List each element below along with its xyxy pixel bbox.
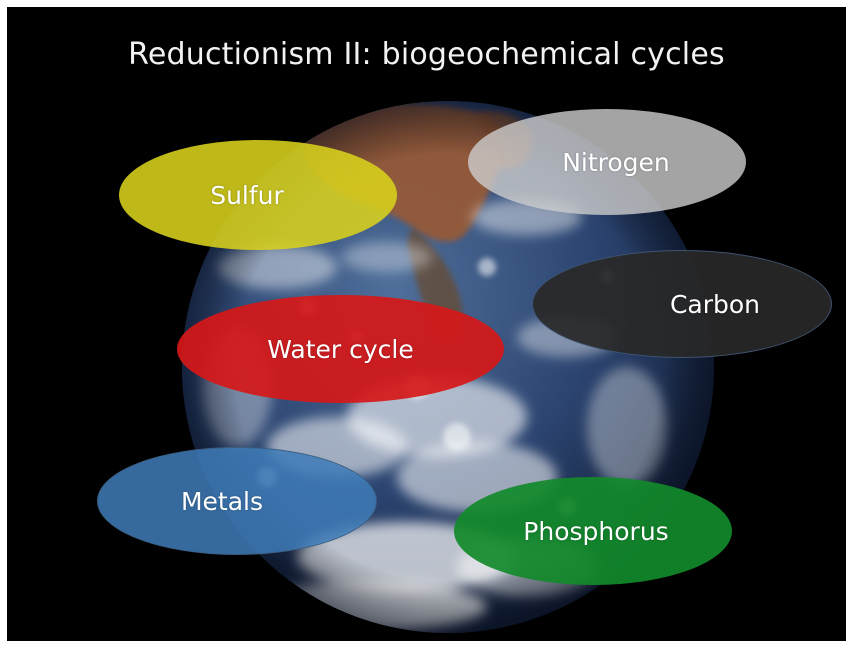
- nitrogen-label: Nitrogen: [562, 147, 670, 177]
- water-cycle-label: Water cycle: [267, 334, 414, 364]
- sulfur-cycle-ellipse: Sulfur: [119, 140, 397, 250]
- slide: Reductionism II: biogeochemical cycles: [7, 7, 846, 641]
- nitrogen-cycle-ellipse: Nitrogen: [468, 109, 746, 215]
- phosphorus-cycle-ellipse: Phosphorus: [454, 477, 732, 585]
- slide-title: Reductionism II: biogeochemical cycles: [128, 37, 725, 72]
- metals-cycle-ellipse: Metals: [97, 447, 377, 555]
- phosphorus-label: Phosphorus: [523, 516, 669, 546]
- water-cycle-ellipse: Water cycle: [177, 295, 504, 403]
- carbon-cycle-ellipse: Carbon: [532, 250, 832, 358]
- metals-label: Metals: [180, 486, 264, 516]
- carbon-label: Carbon: [669, 289, 761, 319]
- sulfur-label: Sulfur: [210, 180, 284, 210]
